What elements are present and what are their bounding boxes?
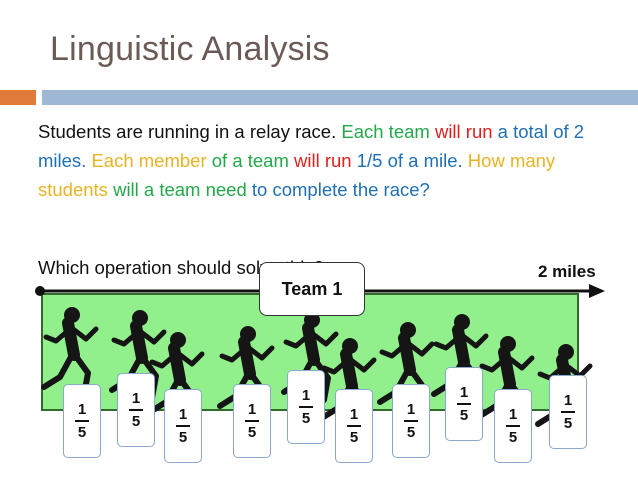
fraction-denominator: 5 <box>508 429 518 446</box>
fraction-numerator: 1 <box>131 390 141 407</box>
problem-segment: of a team <box>211 150 295 171</box>
fraction-denominator: 5 <box>131 413 141 430</box>
problem-segment: will a team need <box>113 179 252 200</box>
problem-segment: Each member <box>91 150 212 171</box>
fraction-numerator: 1 <box>508 406 518 423</box>
fraction-numerator: 1 <box>349 406 359 423</box>
runner-silhouette <box>109 310 167 401</box>
problem-segment: How many students <box>38 150 556 200</box>
fraction-bar <box>457 403 471 405</box>
fraction-bar <box>404 420 418 422</box>
end-arrow <box>589 284 605 298</box>
fraction-bar <box>176 425 190 427</box>
problem-segment: will run <box>294 150 357 171</box>
fraction-bar <box>245 420 259 422</box>
fraction-denominator: 5 <box>178 429 188 446</box>
fraction-numerator: 1 <box>406 401 416 418</box>
problem-statement: Students are running in a relay race. Ea… <box>38 117 608 204</box>
problem-segment: Students are running in a relay race. <box>38 121 342 142</box>
fraction-denominator: 5 <box>406 424 416 441</box>
fraction-bar <box>75 420 89 422</box>
fraction-bar <box>506 425 520 427</box>
fraction-numerator: 1 <box>459 384 469 401</box>
fraction-numerator: 1 <box>563 392 573 409</box>
problem-segment: Each team <box>341 121 435 142</box>
fraction-denominator: 5 <box>349 429 359 446</box>
question-text: Which operation should solve this? <box>38 257 324 278</box>
fraction-denominator: 5 <box>563 415 573 432</box>
fraction-denominator: 5 <box>247 424 257 441</box>
fraction-numerator: 1 <box>247 401 257 418</box>
problem-segment: a total of 2 miles. <box>38 121 585 171</box>
fraction-bar <box>561 411 575 413</box>
fraction-numerator: 1 <box>178 406 188 423</box>
runner-group <box>41 307 593 435</box>
problem-segment: to complete the race? <box>251 179 430 200</box>
slide-title: Linguistic Analysis <box>50 30 330 68</box>
runner-silhouette <box>377 322 435 413</box>
accent-bar-blue <box>42 90 638 105</box>
fraction-bar <box>129 409 143 411</box>
start-dot <box>35 286 45 296</box>
fraction-bar <box>347 425 361 427</box>
team-label-box: Team 1 <box>259 262 365 316</box>
problem-segment: will run <box>434 121 498 142</box>
fraction-bar <box>299 406 313 408</box>
fraction-denominator: 5 <box>301 410 311 427</box>
distance-label: 2 miles <box>538 262 596 281</box>
fraction-numerator: 1 <box>301 387 311 404</box>
fraction-numerator: 1 <box>77 401 87 418</box>
problem-segment: 1/5 of a mile. <box>356 150 468 171</box>
accent-bar-orange <box>0 90 36 105</box>
fraction-denominator: 5 <box>459 407 469 424</box>
fraction-denominator: 5 <box>77 424 87 441</box>
